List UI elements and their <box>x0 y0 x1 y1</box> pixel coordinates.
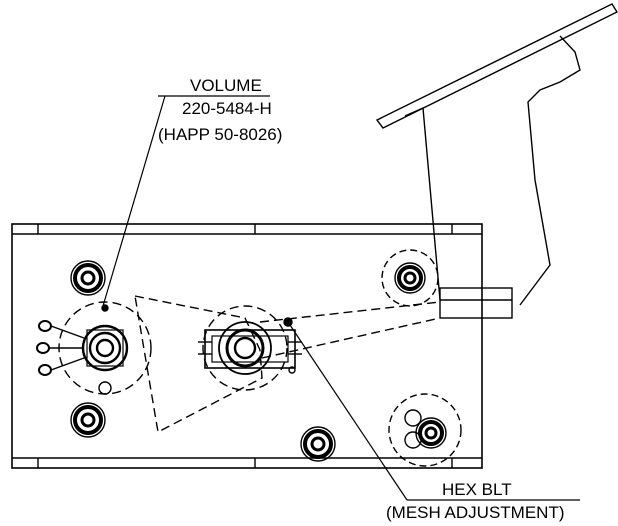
mounting-stud-bottom-left <box>70 402 106 438</box>
volume-potentiometer <box>36 304 129 395</box>
hex-bolt-leader <box>287 321 580 501</box>
mounting-stud-bottom-center <box>300 426 336 462</box>
volume-alt-part-number: (HAPP 50-8026) <box>158 125 283 144</box>
mounting-stud-top-left <box>70 260 106 296</box>
mounting-stud-bottom-right <box>388 393 462 467</box>
bracket-arm <box>375 3 618 319</box>
volume-part-number: 220-5484-H <box>182 99 272 118</box>
hex-bolt-description: (MESH ADJUSTMENT) <box>386 503 565 522</box>
volume-label: VOLUME <box>190 76 262 95</box>
mounting-stud-top-right <box>381 249 439 307</box>
mounting-plate <box>11 223 483 469</box>
hex-bolt-label: HEX BLT <box>442 480 512 499</box>
volume-leader <box>102 95 270 307</box>
gear-assembly <box>198 317 302 375</box>
